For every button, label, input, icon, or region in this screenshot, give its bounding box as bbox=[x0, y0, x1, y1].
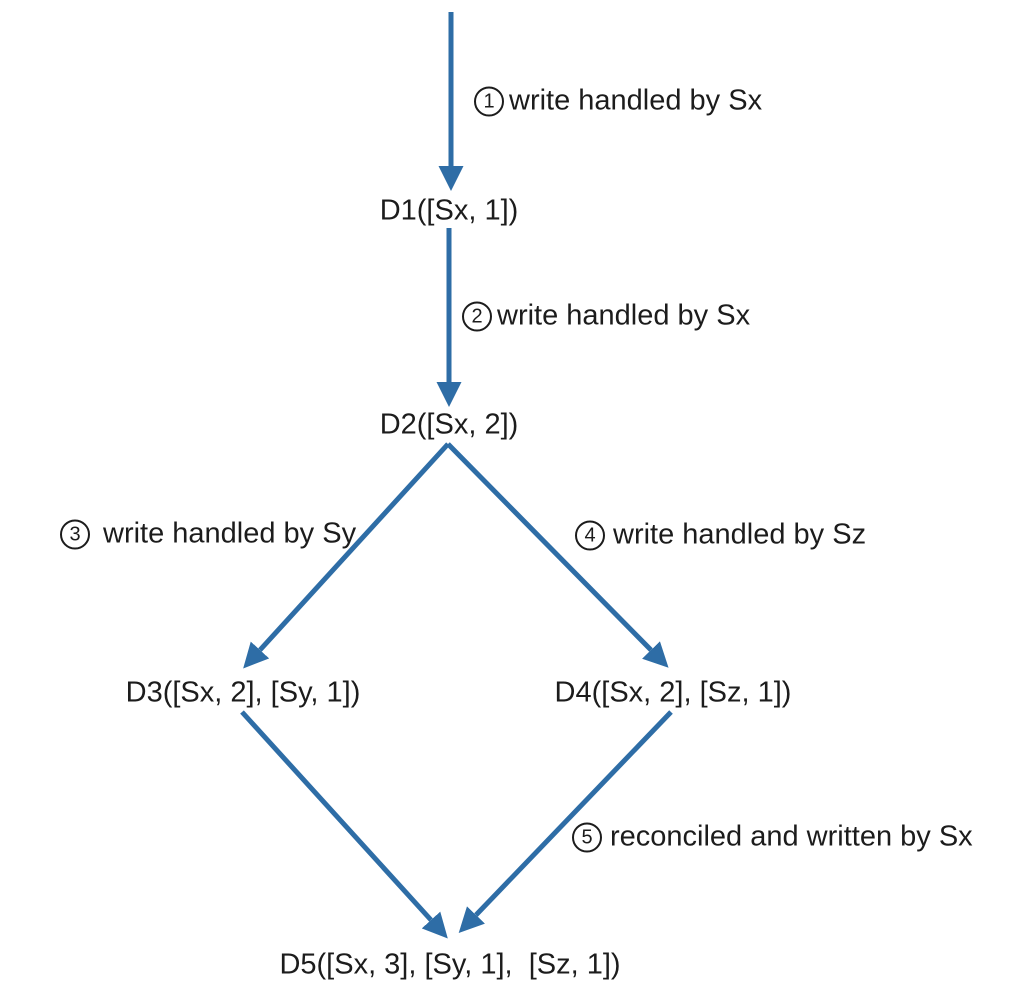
arrow-d4-to-d5 bbox=[458, 710, 673, 934]
step-5-number-circle: 5 bbox=[572, 822, 602, 852]
step-2-number-circle: 2 bbox=[462, 301, 492, 331]
step-4-number-circle: 4 bbox=[575, 520, 605, 550]
step-label-1: 1 write handled by Sx bbox=[474, 85, 762, 118]
step-label-2: 2 write handled by Sx bbox=[462, 300, 750, 333]
step-3-number-circle: 3 bbox=[60, 519, 90, 549]
step-5-text: reconciled and written by Sx bbox=[610, 820, 973, 853]
node-d4: D4([Sx, 2], [Sz, 1]) bbox=[554, 676, 792, 709]
node-d2: D2([Sx, 2]) bbox=[379, 408, 519, 441]
arrow-d3-to-d5 bbox=[240, 710, 448, 939]
step-1-text: write handled by Sx bbox=[509, 84, 763, 117]
step-1-number-circle: 1 bbox=[474, 86, 504, 116]
arrow-write-3-to-d3 bbox=[243, 442, 450, 669]
step-label-4: 4 write handled by Sz bbox=[575, 519, 866, 552]
step-label-3: 3 write handled by Sy bbox=[60, 518, 356, 551]
arrow-write-4-to-d4 bbox=[446, 442, 669, 668]
node-d3: D3([Sx, 2], [Sy, 1]) bbox=[125, 676, 361, 709]
step-3-text: write handled by Sy bbox=[103, 517, 357, 550]
node-d5: D5([Sx, 3], [Sy, 1], [Sz, 1]) bbox=[279, 948, 621, 981]
step-4-text: write handled by Sz bbox=[613, 518, 867, 551]
node-d1: D1([Sx, 1]) bbox=[379, 194, 519, 227]
step-2-text: write handled by Sx bbox=[497, 299, 751, 332]
step-label-5: 5 reconciled and written by Sx bbox=[572, 821, 973, 854]
